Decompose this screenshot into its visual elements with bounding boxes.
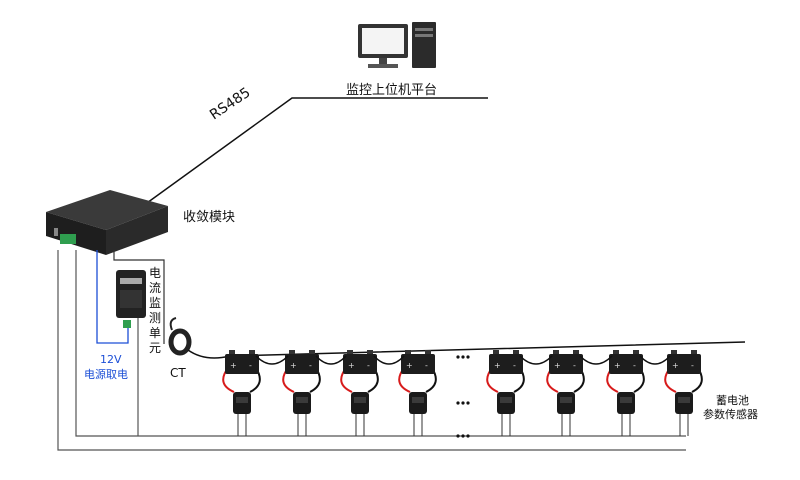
current-unit-bus-wire: [113, 250, 165, 344]
battery-minus-mark: -: [691, 361, 694, 370]
battery-terminal-pos: [347, 350, 353, 354]
battery-terminal-neg: [513, 350, 519, 354]
inter-battery-link: [315, 355, 347, 365]
battery-minus-mark: -: [425, 361, 428, 370]
battery-unit: +-: [486, 350, 525, 436]
battery-unit: +-: [664, 350, 703, 436]
battery-terminal-pos: [289, 350, 295, 354]
bus-wire-sensors: [75, 250, 686, 437]
battery-terminal-pos: [405, 350, 411, 354]
battery-sensor-window: [236, 397, 248, 403]
battery-sensor-window: [620, 397, 632, 403]
battery-sensor-window: [560, 397, 572, 403]
battery-sensor-label-1: 蓄电池: [716, 394, 749, 407]
battery-terminal-neg: [633, 350, 639, 354]
battery-terminal-neg: [691, 350, 697, 354]
ct-label: CT: [170, 366, 186, 380]
battery-plus-mark: +: [494, 361, 501, 370]
battery-terminal-neg: [573, 350, 579, 354]
battery-plus-mark: +: [230, 361, 237, 370]
battery-unit: +-: [398, 350, 437, 436]
battery-terminal-neg: [309, 350, 315, 354]
battery-sensor-window: [354, 397, 366, 403]
battery-terminal-pos: [553, 350, 559, 354]
power-take-label: 电源取电: [84, 368, 128, 381]
battery-terminal-pos: [229, 350, 235, 354]
inter-battery-link: [639, 355, 671, 365]
battery-minus-mark: -: [573, 361, 576, 370]
ellipsis-marks: [456, 355, 470, 438]
battery-minus-mark: -: [633, 361, 636, 370]
battery-unit: +-: [546, 350, 585, 436]
rs485-line: [139, 97, 488, 209]
battery-minus-mark: -: [309, 361, 312, 370]
battery-icon: [225, 354, 259, 374]
power-12v-label: 12V: [100, 353, 122, 366]
power-wire-12v: [96, 250, 129, 344]
battery-sensor-window: [678, 397, 690, 403]
battery-string-cable: [187, 341, 746, 359]
hub-module-icon: [46, 190, 168, 255]
battery-terminal-neg: [367, 350, 373, 354]
battery-icon: [489, 354, 523, 374]
inter-battery-link: [373, 355, 405, 365]
battery-icon: [667, 354, 701, 374]
battery-plus-mark: +: [406, 361, 413, 370]
battery-unit: +-: [606, 350, 645, 436]
current-unit-icon: [116, 270, 146, 328]
battery-terminal-pos: [493, 350, 499, 354]
ct-sensor-icon: [168, 317, 192, 356]
battery-icon: [343, 354, 377, 374]
battery-minus-mark: -: [249, 361, 252, 370]
inter-battery-link: [255, 355, 289, 365]
inter-battery-link: [579, 355, 613, 365]
bus-wire-outer: [57, 250, 686, 451]
current-unit-label: 电 流 监 测 单 元: [148, 266, 161, 355]
battery-minus-mark: -: [513, 361, 516, 370]
battery-terminal-pos: [613, 350, 619, 354]
battery-plus-mark: +: [672, 361, 679, 370]
platform-label: 监控上位机平台: [346, 83, 438, 98]
battery-unit: +-: [222, 350, 261, 436]
battery-sensor-window: [296, 397, 308, 403]
battery-terminal-pos: [671, 350, 677, 354]
battery-sensor-window: [412, 397, 424, 403]
battery-terminal-neg: [249, 350, 255, 354]
battery-icon: [285, 354, 319, 374]
battery-icon: [609, 354, 643, 374]
battery-sensor-label-2: 参数传感器: [703, 408, 758, 421]
battery-terminal-neg: [425, 350, 431, 354]
battery-minus-mark: -: [367, 361, 370, 370]
battery-unit: +-: [340, 350, 379, 436]
battery-plus-mark: +: [554, 361, 561, 370]
battery-plus-mark: +: [614, 361, 621, 370]
battery-icon: [549, 354, 583, 374]
battery-unit: +-: [282, 350, 321, 436]
battery-sensor-window: [500, 397, 512, 403]
battery-plus-mark: +: [290, 361, 297, 370]
battery-plus-mark: +: [348, 361, 355, 370]
computer-icon: [358, 22, 436, 68]
inter-battery-link: [519, 355, 553, 365]
hub-label: 收敛模块: [183, 210, 236, 225]
battery-icon: [401, 354, 435, 374]
